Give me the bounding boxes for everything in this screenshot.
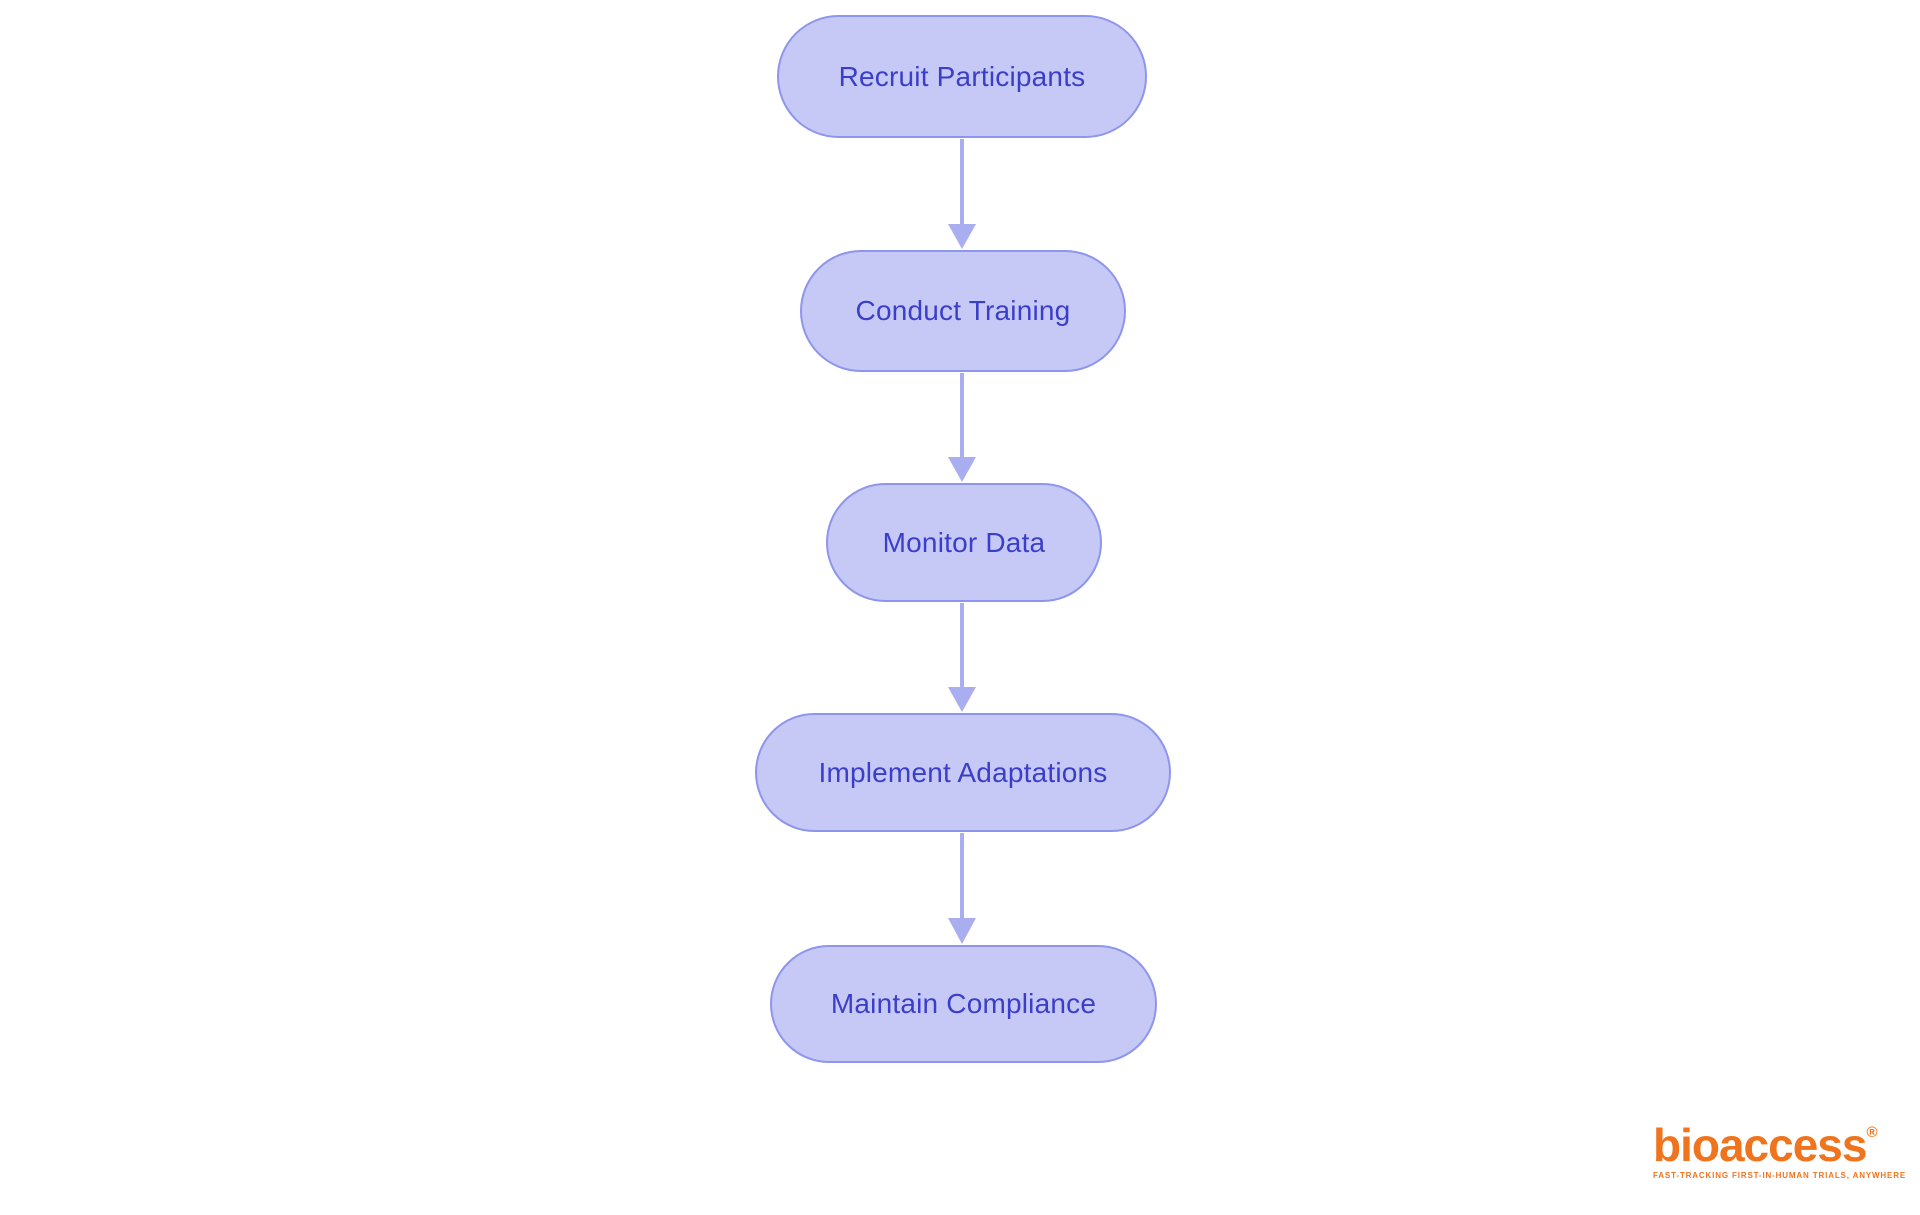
arrow-adaptations-to-compliance — [948, 833, 976, 944]
flow-node-label: Maintain Compliance — [830, 988, 1097, 1019]
flow-node-conduct-training: Conduct Training — [800, 250, 1126, 372]
bioaccess-logo-tagline: FAST-TRACKING FIRST-IN-HUMAN TRIALS, ANY… — [1653, 1171, 1907, 1180]
arrow-training-to-monitor — [948, 373, 976, 482]
flow-node-maintain-compliance: Maintain Compliance — [770, 945, 1157, 1063]
registered-trademark-symbol: ® — [1866, 1124, 1878, 1141]
flow-node-label: Conduct Training — [855, 295, 1071, 326]
flow-node-implement-adaptations: Implement Adaptations — [755, 713, 1171, 832]
bioaccess-logo-wordmark: bioaccess® — [1653, 1122, 1893, 1168]
flow-node-label: Implement Adaptations — [818, 756, 1108, 788]
bioaccess-logo-text: bioaccess — [1653, 1119, 1867, 1171]
flow-node-recruit-participants: Recruit Participants — [777, 15, 1147, 138]
arrow-recruit-to-training — [948, 139, 976, 249]
bioaccess-logo: bioaccess® FAST-TRACKING FIRST-IN-HUMAN … — [1653, 1122, 1907, 1180]
arrow-monitor-to-adaptations — [948, 603, 976, 712]
flow-node-label: Recruit Participants — [838, 60, 1086, 92]
flow-node-monitor-data: Monitor Data — [826, 483, 1102, 602]
flow-node-label: Monitor Data — [882, 526, 1046, 558]
